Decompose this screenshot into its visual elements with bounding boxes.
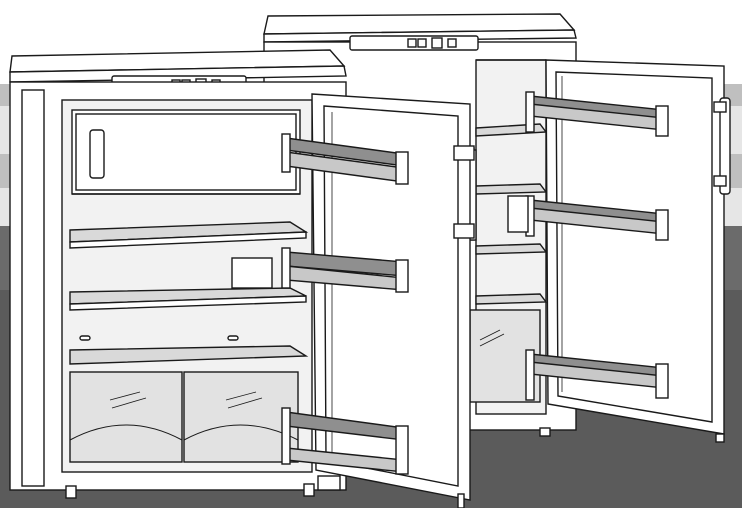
leveling-foot-icon: [715, 433, 725, 443]
back-door-rack-3: [525, 349, 669, 401]
door-handle-icon: [719, 97, 731, 195]
leveling-foot-icon: [317, 475, 341, 491]
freezer-handle-icon: [89, 129, 105, 179]
back-door-rack-1: [525, 91, 669, 137]
leveling-foot-icon: [539, 427, 551, 437]
leveling-foot-icon: [303, 483, 315, 497]
back-fridge-door: [507, 59, 731, 435]
leveling-foot-icon: [65, 485, 77, 499]
front-fridge-crispers: [69, 371, 299, 463]
hinge-icon: [453, 145, 475, 161]
front-fridge-door: [281, 93, 475, 508]
front-door-rack-2: [281, 247, 409, 293]
fridge-front: [9, 49, 475, 508]
freezer-compartment: [71, 109, 301, 195]
leveling-foot-icon: [457, 493, 465, 508]
front-fridge-side: [21, 89, 45, 487]
front-door-rack-1: [281, 133, 409, 185]
front-door-rack-3: [281, 407, 409, 475]
hinge-icon: [453, 223, 475, 239]
front-fridge-shelves: [69, 221, 309, 365]
front-fridge-top-rim: [9, 65, 347, 83]
